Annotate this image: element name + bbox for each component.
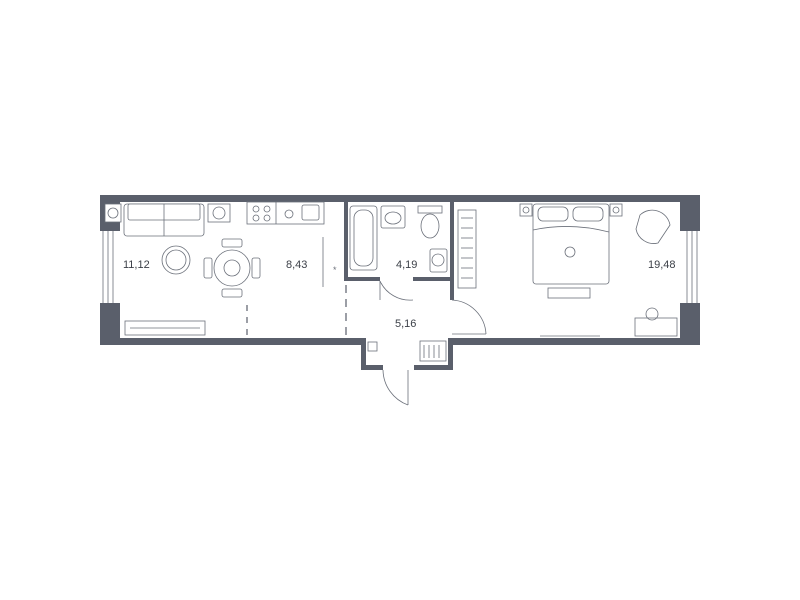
living-furniture: [104, 203, 231, 336]
living-room-area: 11,12: [123, 259, 150, 271]
bedroom-area: 19,48: [648, 259, 676, 271]
bathroom-area: 4,19: [396, 259, 417, 271]
svg-text:*: *: [333, 265, 337, 275]
outer-walls: [100, 195, 700, 370]
doors: [379, 280, 487, 406]
kitchen-furniture: *: [203, 201, 337, 298]
hallway-area: 5,16: [395, 318, 416, 330]
hallway-fixtures: [367, 340, 447, 362]
interior-walls: [246, 202, 454, 338]
bedroom-furniture: [457, 203, 678, 337]
kitchen-area: 8,43: [286, 259, 307, 271]
bathroom-fixtures: [349, 205, 448, 273]
